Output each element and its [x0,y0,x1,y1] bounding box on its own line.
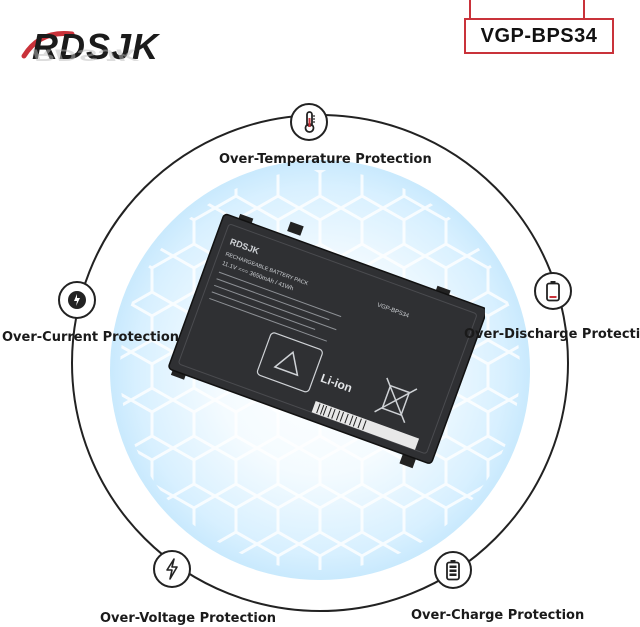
current-icon-circle [58,281,96,319]
thermometer-icon [304,111,315,133]
over-temperature-label: Over-Temperature Protection [219,152,432,167]
lightning-icon [166,558,178,580]
brand-name-reflection: RDSJK [32,45,139,64]
battery-pack-image: RDSJK RECHARGEABLE BATTERY PACK 11.1V ==… [168,213,485,469]
brand-logo: RDSJK RDSJK [20,26,190,96]
model-box-lines [469,0,585,18]
temperature-icon-circle [290,103,328,141]
charge-icon-circle [434,551,472,589]
over-charge-label: Over-Charge Protection [411,608,585,623]
battery-empty-icon [546,281,560,302]
brand-name: RDSJK [32,26,160,67]
battery-full-icon [446,560,460,581]
over-current-label: Over-Current Protection [2,330,180,345]
logo-swoosh-icon [21,30,75,59]
discharge-icon-circle [534,272,572,310]
voltage-icon-circle [153,550,191,588]
over-voltage-label: Over-Voltage Protection [100,611,277,626]
model-badge: VGP-BPS34 [464,18,614,54]
current-meter-icon [68,291,86,309]
over-discharge-label: Over-Discharge Protection [464,327,640,342]
